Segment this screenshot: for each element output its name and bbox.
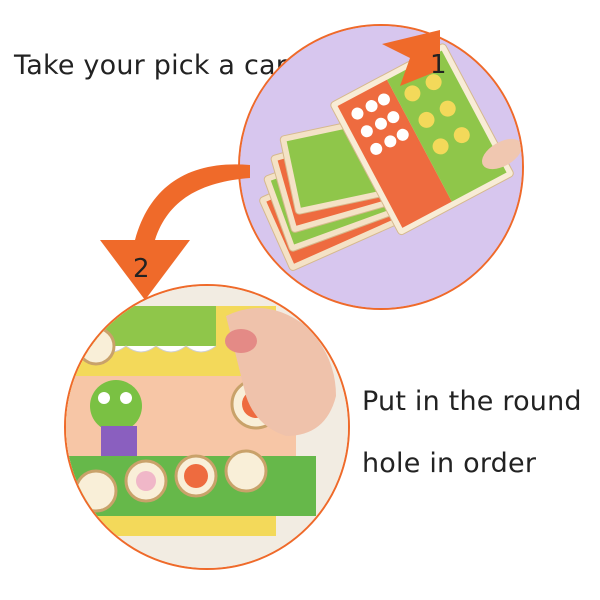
step-two-number: 2 [133,254,150,284]
step-one-number: 1 [430,50,447,80]
board-placement-photo [64,284,350,570]
step-one-arrow [382,30,440,86]
card-stack-photo [238,24,524,310]
step-two-caption-line-2: hole in order [362,448,537,479]
step-two-caption-line-1: Put in the round [362,386,582,417]
curved-arrow [100,164,250,300]
